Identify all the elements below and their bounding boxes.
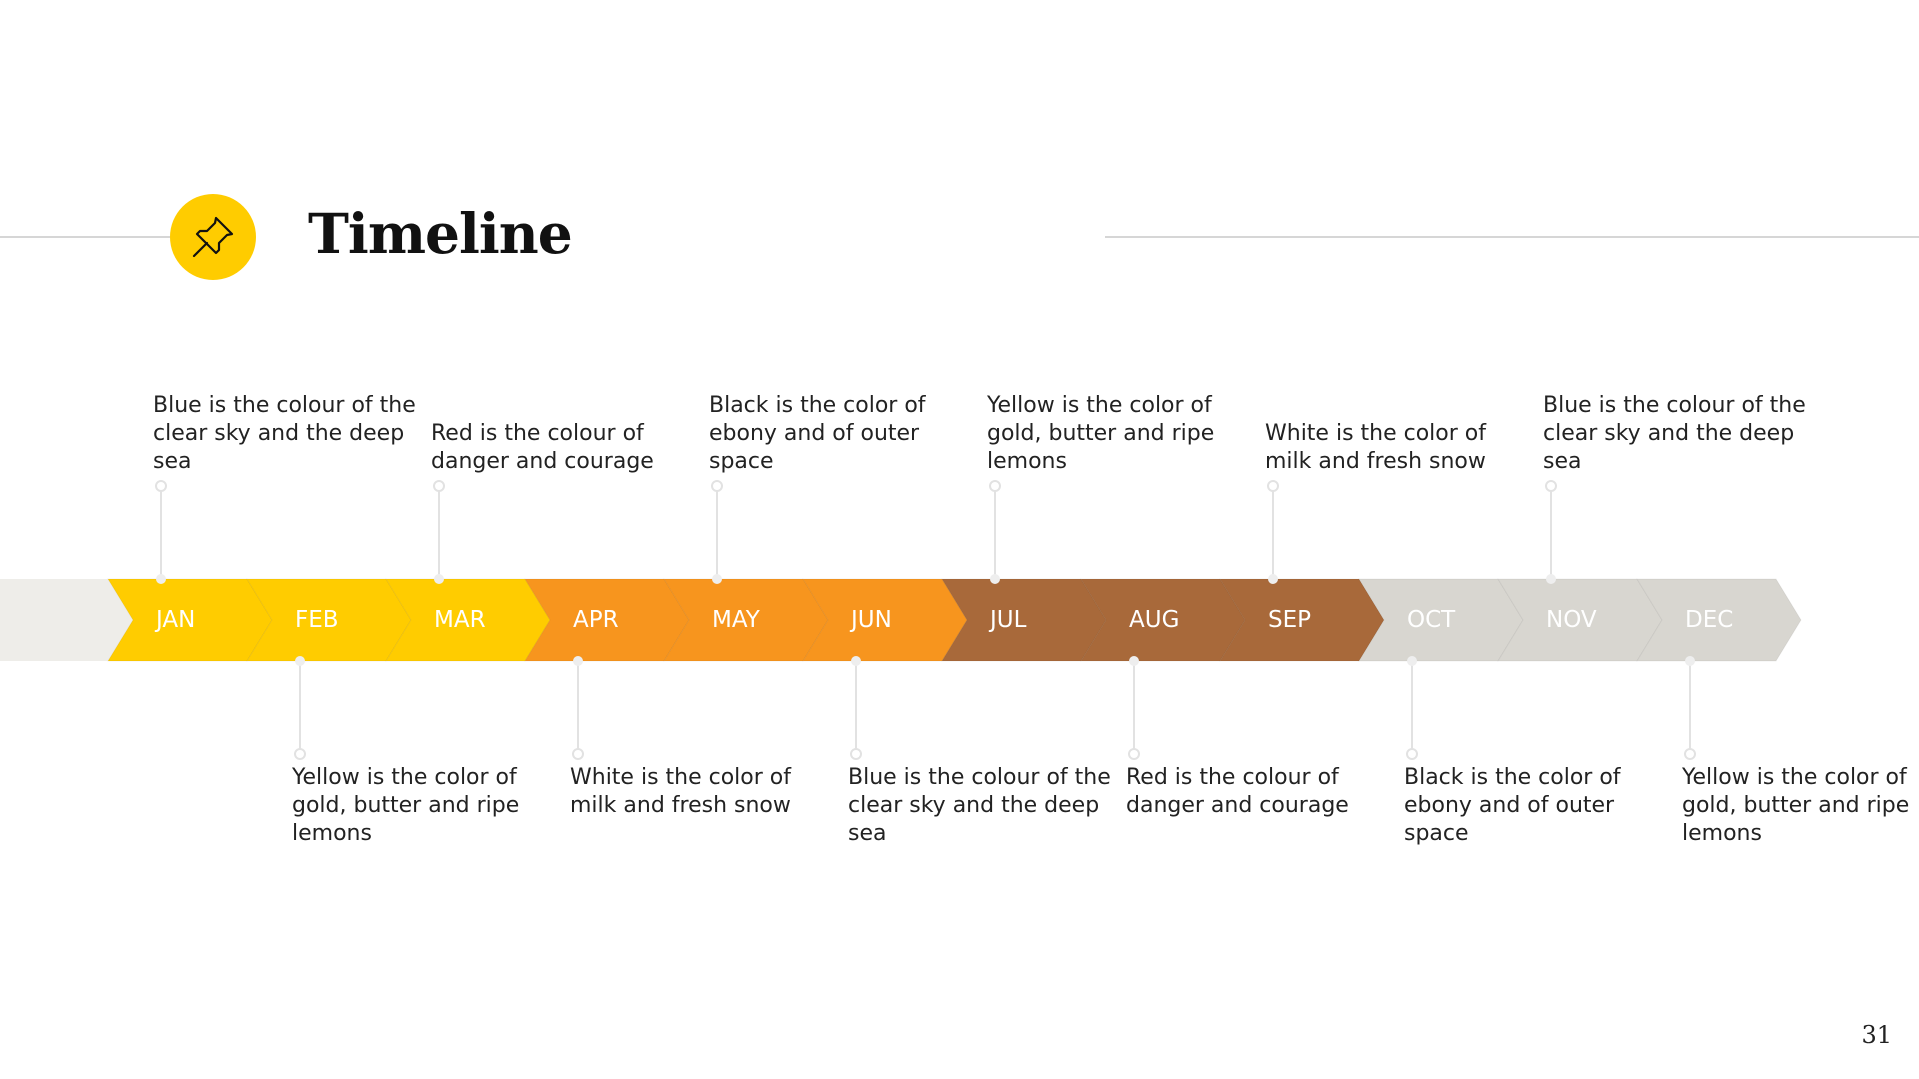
month-label-nov: NOV [1546, 607, 1597, 633]
timeline-segment-dec [1636, 578, 1802, 662]
connector-anchor [1407, 656, 1417, 666]
connector-anchor [1268, 574, 1278, 584]
timeline-tail [0, 579, 133, 661]
connector-anchor [1685, 656, 1695, 666]
page-title: Timeline [308, 201, 573, 266]
connector-dot [294, 748, 306, 760]
month-description-jan: Blue is the colour of the clear sky and … [153, 393, 416, 474]
month-description-aug: Red is the colour of danger and courage [1126, 765, 1349, 818]
connector-anchor [851, 656, 861, 666]
connector-anchor [156, 574, 166, 584]
connector-dot [155, 480, 167, 492]
month-label-jul: JUL [990, 607, 1027, 633]
month-label-sep: SEP [1268, 607, 1312, 633]
connector-dot [1545, 480, 1557, 492]
connector-dot [850, 748, 862, 760]
month-description-mar: Red is the colour of danger and courage [431, 421, 654, 474]
connector-dot [433, 480, 445, 492]
connector-anchor [434, 574, 444, 584]
month-description-dec: Yellow is the color of gold, butter and … [1682, 765, 1910, 846]
month-label-oct: OCT [1407, 607, 1456, 633]
connector-dot [711, 480, 723, 492]
month-label-jan: JAN [156, 607, 196, 633]
month-description-sep: White is the color of milk and fresh sno… [1265, 421, 1486, 474]
month-description-apr: White is the color of milk and fresh sno… [570, 765, 791, 818]
connector-anchor [1546, 574, 1556, 584]
month-label-aug: AUG [1129, 607, 1180, 633]
month-label-may: MAY [712, 607, 760, 633]
month-label-mar: MAR [434, 607, 486, 633]
header-rule-right [1105, 236, 1919, 238]
month-description-jun: Blue is the colour of the clear sky and … [848, 765, 1111, 846]
connector-dot [572, 748, 584, 760]
pushpin-badge [170, 194, 256, 280]
connector-anchor [1129, 656, 1139, 666]
month-label-feb: FEB [295, 607, 339, 633]
connector-dot [1267, 480, 1279, 492]
connector-dot [1406, 748, 1418, 760]
month-label-jun: JUN [851, 607, 892, 633]
page-number: 31 [1861, 1021, 1892, 1049]
header-rule-left [0, 236, 170, 238]
connector-anchor [573, 656, 583, 666]
month-description-nov: Blue is the colour of the clear sky and … [1543, 393, 1806, 474]
month-label-apr: APR [573, 607, 619, 633]
connector-dot [989, 480, 1001, 492]
month-description-jul: Yellow is the color of gold, butter and … [987, 393, 1215, 474]
pushpin-icon [192, 216, 234, 258]
connector-dot [1684, 748, 1696, 760]
month-description-may: Black is the color of ebony and of outer… [709, 393, 926, 474]
connector-anchor [712, 574, 722, 584]
month-label-dec: DEC [1685, 607, 1734, 633]
connector-dot [1128, 748, 1140, 760]
connector-anchor [295, 656, 305, 666]
month-description-oct: Black is the color of ebony and of outer… [1404, 765, 1621, 846]
month-description-feb: Yellow is the color of gold, butter and … [292, 765, 520, 846]
connector-anchor [990, 574, 1000, 584]
